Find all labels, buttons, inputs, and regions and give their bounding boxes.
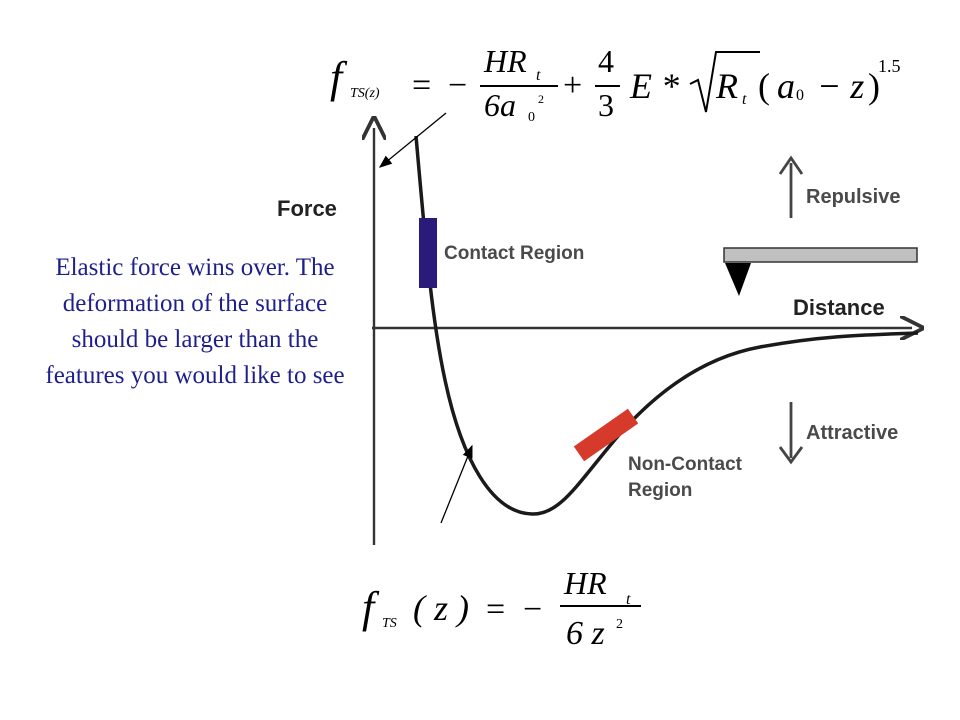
formula-top: f TS(z) = − HR t 6a 0 2 + 4 3 E * R t ( … [330, 43, 901, 125]
distance-axis-label: Distance [793, 295, 885, 320]
formula-bottom-minus: − [523, 591, 542, 628]
formula-top-estar: E * [629, 66, 679, 106]
pointer-arrow-top [378, 112, 447, 168]
formula-bottom-equals: = [486, 591, 505, 628]
attractive-label: Attractive [806, 422, 898, 444]
contact-region-label: Contact Region [444, 243, 584, 264]
formula-top-frac1-num: HR [483, 43, 527, 79]
formula-top-f-sub: TS(z) [350, 86, 380, 101]
attractive-arrowhead [778, 446, 804, 465]
formula-bottom-frac-den: 6 z [566, 615, 605, 652]
formula-top-paren-open: ( [758, 66, 770, 106]
repulsive-arrowhead [778, 155, 804, 175]
formula-bottom-frac-num: HR [563, 565, 607, 601]
formula-bottom: f TS ( z ) = − HR t 6 z 2 [362, 565, 641, 652]
formula-bottom-arg: ( z ) [413, 588, 469, 628]
formula-top-radicand: R [715, 66, 738, 106]
non-contact-region-marker [573, 408, 639, 462]
formula-bottom-f: f [362, 583, 380, 632]
formula-top-radicand-sub: t [742, 91, 747, 108]
formula-top-frac2-den: 3 [598, 87, 614, 123]
formula-top-paren-close: ) [868, 66, 880, 106]
formula-top-f: f [330, 53, 348, 102]
cantilever [723, 247, 918, 263]
formula-top-frac2-num: 4 [598, 43, 614, 79]
pointer-arrow-bottom [440, 444, 473, 524]
force-axis-label: Force [277, 196, 337, 221]
non-contact-region-label-line2: Region [628, 480, 692, 501]
formula-top-a-sub: 0 [796, 87, 804, 104]
formula-top-minus-z: − z [817, 66, 864, 106]
cantilever-tip [725, 263, 751, 296]
formula-top-minus: − [448, 67, 467, 104]
formula-top-frac1-den: 6a [484, 87, 516, 123]
formula-top-frac1-num-sub: t [536, 67, 541, 84]
elastic-force-note: Elastic force wins over. The deformation… [45, 254, 345, 389]
non-contact-region-label-line1: Non-Contact [628, 454, 743, 475]
formula-top-plus: + [563, 67, 582, 104]
formula-bottom-f-sub: TS [382, 616, 397, 631]
force-curve [414, 135, 919, 516]
formula-bottom-frac-num-sub: t [626, 591, 631, 608]
formula-top-exponent: 1.5 [878, 56, 901, 76]
formula-top-sqrt-sign [689, 51, 760, 113]
formula-bottom-frac-den-sup: 2 [616, 617, 623, 632]
formula-top-frac1-den-sub: 0 [528, 110, 535, 125]
repulsive-label: Repulsive [806, 186, 900, 208]
contact-region-marker [419, 218, 437, 288]
formula-top-a: a [777, 66, 795, 106]
formula-top-equals: = [412, 67, 431, 104]
formula-top-frac1-den-sup: 2 [538, 92, 544, 106]
